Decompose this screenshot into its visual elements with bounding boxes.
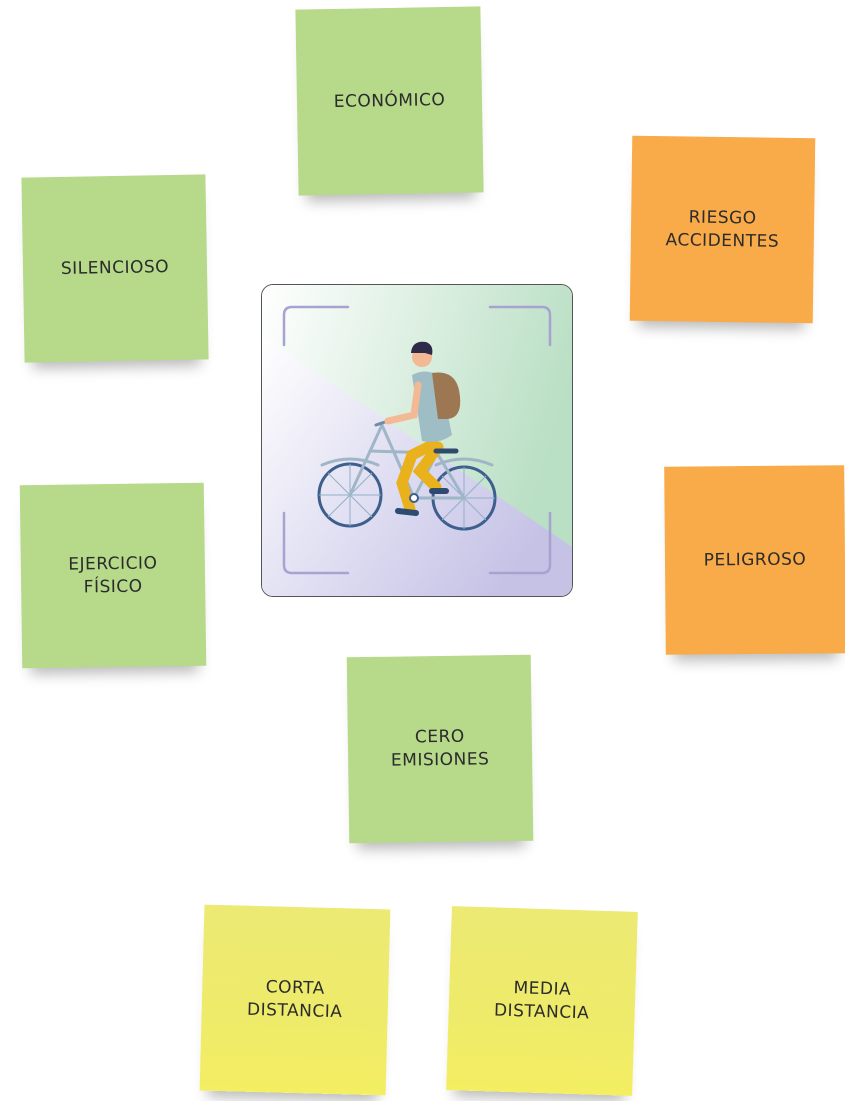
note-label: SILENCIOSO: [60, 257, 170, 279]
sticky-note-riesgo-accidentes: RIESGO ACCIDENTES: [629, 135, 816, 324]
note-label: RIESGO ACCIDENTES: [665, 207, 780, 252]
note-label: ECONÓMICO: [333, 89, 446, 112]
sticky-note-economico: ECONÓMICO: [295, 6, 484, 196]
sticky-note-peligroso: PELIGROSO: [664, 465, 845, 655]
note-label: EJERCICIO FÍSICO: [68, 552, 158, 597]
sticky-note-cero-emisiones: CERO EMISIONES: [346, 654, 534, 844]
cyclist-illustration-card: [261, 284, 573, 597]
note-label: MEDIA DISTANCIA: [493, 978, 590, 1024]
note-label: PELIGROSO: [703, 549, 807, 570]
sticky-note-ejercicio-fisico: EJERCICIO FÍSICO: [19, 482, 207, 669]
sticky-note-silencioso: SILENCIOSO: [21, 174, 209, 363]
note-label: CORTA DISTANCIA: [246, 977, 343, 1023]
sticky-note-corta-distancia: CORTA DISTANCIA: [199, 904, 391, 1096]
sticky-note-media-distancia: MEDIA DISTANCIA: [446, 906, 638, 1096]
cyclist-illustration-icon: [262, 285, 572, 596]
note-label: CERO EMISIONES: [390, 726, 490, 771]
